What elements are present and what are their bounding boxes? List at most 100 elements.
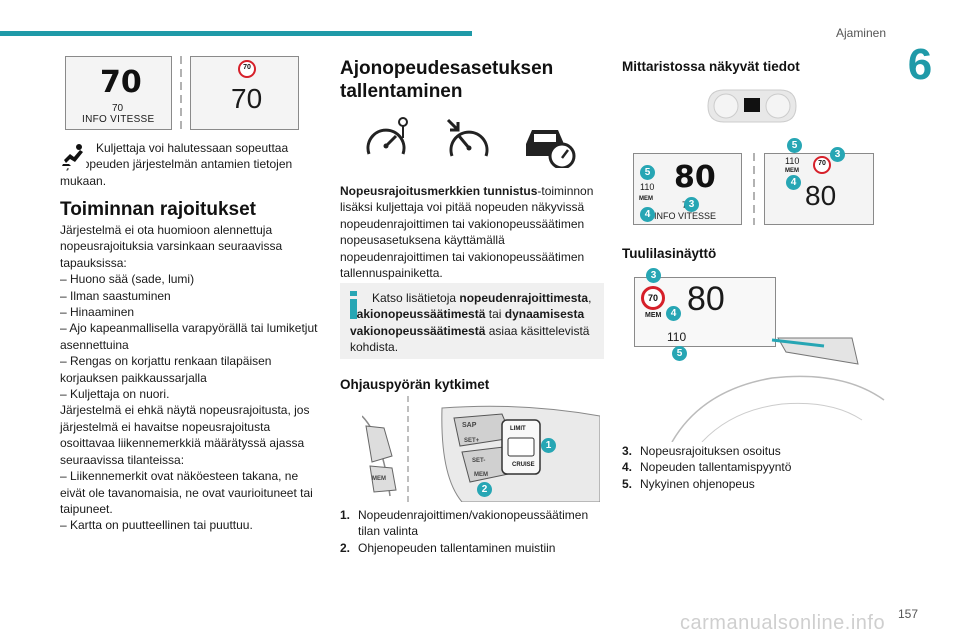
limits-line-2: – Ilman saastuminen <box>60 288 171 303</box>
subheading-wheel-switches: Ohjauspyörän kytkimet <box>340 377 490 392</box>
speed-sign-value: 70 <box>243 64 251 71</box>
list-item: 3. Nopeusrajoituksen osoitus <box>622 443 887 459</box>
callout-badge-5b: 5 <box>787 138 802 153</box>
info-b3: dynaamisesta vakionopeussäätimestä <box>350 307 585 338</box>
list-item: 4.Nopeuden tallentamispyyntö <box>622 459 887 475</box>
left-speed-value: 70 <box>100 65 142 100</box>
cluster-right-mem: MEM <box>785 168 799 174</box>
cluster-left-set: 110 <box>640 182 655 192</box>
limits-line-1: – Huono sää (sade, lumi) <box>60 272 195 287</box>
driver-note-span: Kuljettaja voi halutessaan sopeuttaa ajo… <box>60 141 293 188</box>
speed-memory-bold: Nopeusrajoitusmerkkien tunnistus <box>340 184 538 198</box>
switch-label-mem-left: MEM <box>372 476 386 482</box>
hud-panel: 70 80 MEM 110 <box>634 277 776 347</box>
cluster-right-sign-value: 70 <box>818 160 826 167</box>
switch-label-cruise: CRUISE <box>512 462 535 468</box>
callout-badge-3c: 3 <box>646 268 661 283</box>
driver-note-text: Kuljettaja voi halutessaan sopeuttaa ajo… <box>60 140 325 189</box>
display-panel-right: 70 70 <box>190 56 299 130</box>
speed-memory-rest: -toiminnon lisäksi kuljettaja voi pitää … <box>340 184 594 281</box>
hud-set: 110 <box>667 330 687 344</box>
display-panel-left: 70 70 INFO VITESSE <box>65 56 172 130</box>
driver-steering-icon <box>60 142 86 168</box>
switch-label-mem: MEM <box>474 472 488 478</box>
section-heading-limits: Toiminnan rajoitukset <box>60 199 257 220</box>
info-b2: vakionopeussäätimestä <box>350 307 486 322</box>
list-item-number: 2. <box>340 540 351 555</box>
list-item-text: Ohjenopeuden tallentaminen muistiin <box>358 540 556 555</box>
callout-badge-2: 2 <box>477 482 492 497</box>
section-heading-speed-memory: Ajonopeudesasetuksen tallentaminen <box>340 58 554 102</box>
list-item: 5. Nykyinen ohjenopeus <box>622 476 887 492</box>
switch-label-sap: SAP <box>462 422 477 429</box>
header-accent-bar <box>0 31 472 36</box>
list-item: 1.Nopeudenrajoittimen/vakionopeussäätime… <box>340 507 605 540</box>
info-t2: , <box>588 291 592 305</box>
hud-sign-value: 70 <box>647 293 658 303</box>
list-item-number: 3. <box>622 444 633 458</box>
callout-badge-4c: 4 <box>666 306 681 321</box>
steering-switch-figure: SAP SET+ SET- MEM MEM LIMIT CRUISE 1 2 <box>361 396 601 503</box>
callout-badge-1: 1 <box>541 438 556 453</box>
adaptive-cruise-icon <box>526 130 576 168</box>
watermark: carmanualsonline.info <box>680 612 886 634</box>
instrument-cluster-icon <box>707 89 797 123</box>
switch-label-set-plus: SET+ <box>464 438 480 444</box>
steering-switch-drawing <box>361 396 601 503</box>
list-item-text: Nykyinen ohjenopeus <box>640 476 755 491</box>
chapter-title: Ajaminen <box>835 26 886 40</box>
limits-line-0: Järjestelmä ei ota huomioon alennettuja … <box>60 223 283 270</box>
callout-badge-5: 5 <box>640 165 655 180</box>
info-t1: Katso lisätietoja <box>372 291 460 305</box>
cluster-right-speed: 80 <box>805 180 837 211</box>
limits-line-4: – Ajo kapeanmallisella varapyörällä tai … <box>60 321 318 352</box>
callout-badge-5c: 5 <box>672 346 687 361</box>
list-item-text: Nopeuden tallentamispyyntö <box>640 460 792 475</box>
callout-badge-3: 3 <box>684 197 699 212</box>
info-t3: tai <box>485 307 505 322</box>
hud-dashboard-drawing <box>671 337 885 442</box>
list-item-number: 5. <box>622 476 633 491</box>
wheel-switch-list: 1.Nopeudenrajoittimen/vakionopeussäätime… <box>340 507 605 556</box>
cluster-right-sign: 70 <box>813 156 831 174</box>
chapter-number: 6 <box>907 40 933 89</box>
limits-body: Järjestelmä ei ota huomioon alennettuja … <box>60 222 325 534</box>
info-text: Katso lisätietoja nopeudenrajoittimesta,… <box>350 290 596 356</box>
cluster-left-mem: MEM <box>639 196 653 202</box>
limits-line-5: – Rengas on korjattu renkaan tilapäisen … <box>60 354 272 385</box>
list-item: 2. Ohjenopeuden tallentaminen muistiin <box>340 540 605 556</box>
cluster-right-set: 110 <box>785 156 800 166</box>
left-small-value: 70 <box>112 103 124 114</box>
switch-label-set-minus: SET- <box>472 458 486 464</box>
speed-limiter-icon <box>366 117 408 155</box>
hud-speed: 80 <box>687 280 725 318</box>
hud-mem: MEM <box>645 312 662 319</box>
cluster-left-speed: 80 <box>674 160 716 195</box>
callout-badge-4b: 4 <box>786 175 801 190</box>
callout-badge-3b: 3 <box>830 147 845 162</box>
separator-dashes-left <box>180 56 182 130</box>
cruise-control-icon <box>446 118 489 157</box>
limits-line-7: Järjestelmä ei ehkä näytä nopeusrajoitus… <box>60 403 310 467</box>
display-legend-list: 3. Nopeusrajoituksen osoitus 4.Nopeuden t… <box>622 443 887 492</box>
right-speed-value: 70 <box>231 83 263 114</box>
page-number: 157 <box>897 607 918 621</box>
list-item-text: Nopeudenrajoittimen/vakionopeussäätimen … <box>358 508 589 539</box>
cluster-left-small-text: INFO VITESSE <box>654 211 717 221</box>
info-icon <box>350 291 357 319</box>
limits-line-9: – Kartta on puutteellinen tai puuttuu. <box>60 518 253 533</box>
callout-badge-4: 4 <box>640 207 655 222</box>
left-small-text: INFO VITESSE <box>82 114 155 125</box>
list-item-text: Nopeusrajoituksen osoitus <box>640 444 781 458</box>
hud-sign: 70 <box>641 286 665 310</box>
driver-note: Kuljettaja voi halutessaan sopeuttaa ajo… <box>60 140 325 189</box>
info-b1: nopeudenrajoittimesta <box>459 291 589 305</box>
cluster-panel-right: 110 MEM 70 80 <box>764 153 874 225</box>
switch-label-limit: LIMIT <box>510 426 526 432</box>
separator-dashes-cluster <box>753 153 755 225</box>
info-t4: asiaa käsittelevistä kohdista. <box>350 323 590 355</box>
limits-line-8: – Liikennemerkit ovat näköesteen takana,… <box>60 469 313 516</box>
limits-line-6: – Kuljettaja on nuori. <box>60 387 170 402</box>
speed-memory-paragraph: Nopeusrajoitusmerkkien tunnistus-toiminn… <box>340 183 605 281</box>
subheading-cluster-info: Mittaristossa näkyvät tiedot <box>622 59 800 74</box>
